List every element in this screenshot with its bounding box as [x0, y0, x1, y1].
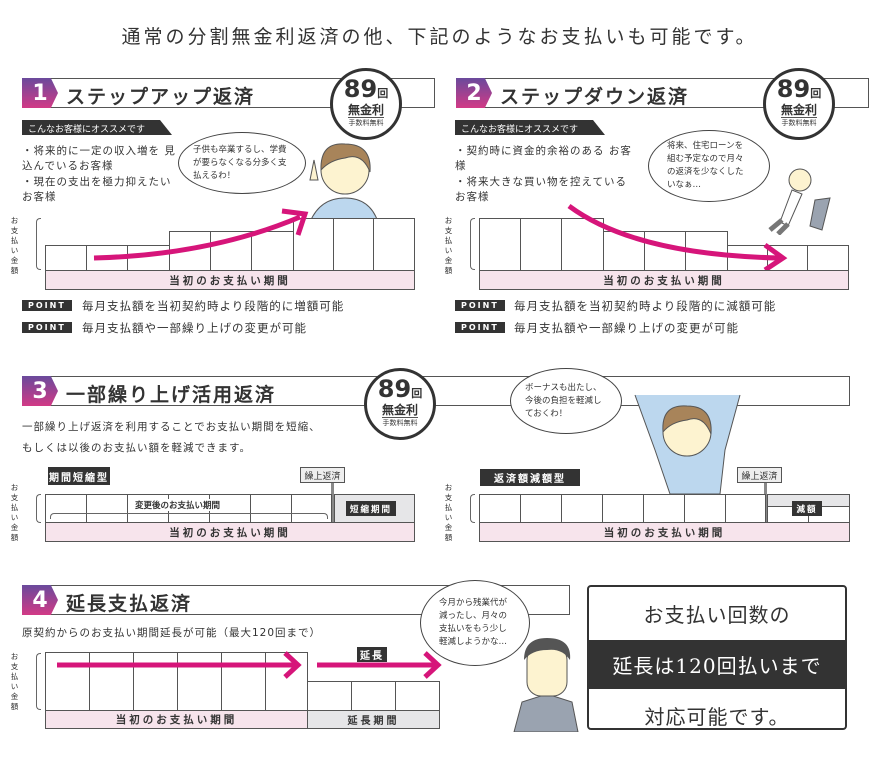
section-title: 一部繰り上げ活用返済	[66, 384, 277, 406]
section-title: ステップダウン返済	[500, 86, 690, 108]
badge-note: 手数料無料	[348, 119, 384, 127]
worried-man-illustration	[513, 638, 579, 732]
changed-period-brace	[50, 513, 328, 519]
period-shortening-label: 期間短縮型	[48, 467, 110, 485]
badge-label: 無金利	[347, 103, 384, 118]
axis-brace	[36, 218, 41, 270]
interest-free-badge: 89回無金利手数料無料	[763, 68, 835, 140]
section-number: 1	[22, 78, 58, 108]
bullet: ・現在の支出を極力抑えたい お客様	[22, 176, 172, 203]
section-title: 延長支払返済	[66, 593, 193, 615]
payment-cell	[684, 494, 726, 523]
section-number: 2	[456, 78, 492, 108]
box-line-3: 対応可能です。	[644, 705, 790, 729]
interest-free-badge: 89回無金利手数料無料	[364, 368, 436, 440]
interest-free-badge: 89回無金利手数料無料	[330, 68, 402, 140]
payment-cell	[250, 494, 292, 523]
point-text: 毎月支払額や一部繰り上げの変更が可能	[514, 321, 739, 335]
original-period-bar: 当初のお支払い期間	[45, 522, 415, 542]
axis-label: お支払い金額	[444, 216, 453, 275]
bullet: ・契約時に資金的余裕のある お客様	[455, 145, 632, 172]
badge-count: 89	[343, 75, 378, 103]
badge-unit: 回	[377, 87, 389, 100]
axis-label: お支払い金額	[10, 652, 19, 711]
woman-pointing-illustration	[309, 143, 379, 222]
recommend-tag: こんなお客様にオススメです	[455, 120, 605, 135]
original-period-bar: 当初のお支払い期間	[45, 270, 415, 290]
original-period-bar: 当初のお支払い期間	[479, 270, 849, 290]
speech-bubble: ボーナスも出たし、今後の負担を軽減しておくわ！	[510, 368, 622, 434]
reduced-amount-label: 減額	[792, 501, 822, 516]
payment-cell	[89, 652, 134, 711]
point-text: 毎月支払額や一部繰り上げの変更が可能	[82, 321, 307, 335]
point-label: POINT	[455, 322, 505, 333]
point-label: POINT	[22, 322, 72, 333]
changed-period-label: 変更後のお支払い期間	[135, 499, 221, 511]
extension-arrows	[57, 651, 442, 679]
speech-bubble: 今月から残業代が減ったし、月々の支払いをもう少し軽減しようかな…	[420, 580, 530, 666]
bullet: ・将来的に一定の収入増を 見込んでいるお客様	[22, 145, 176, 172]
payment-reduction-label: 返済額減額型	[480, 469, 580, 486]
axis-label: お支払い金額	[10, 216, 19, 275]
payment-cell	[307, 681, 352, 711]
shortened-period-label: 短縮期間	[346, 501, 396, 516]
prepayment-marker	[331, 483, 334, 523]
payment-cell	[520, 494, 562, 523]
point-label: POINT	[455, 300, 505, 311]
prepayment-label: 繰上返済	[737, 467, 782, 483]
page-title: 通常の分割無金利返済の他、下記のようなお支払いも可能です。	[121, 26, 758, 48]
speech-bubble: 子供も卒業するし、学費が要らなくなる分多く支払えるわ！	[178, 132, 306, 194]
point-label: POINT	[22, 300, 72, 311]
bullet: ・将来大きな買い物を控えている お客様	[455, 176, 627, 203]
decrease-arrow	[567, 203, 788, 270]
payment-cell	[561, 494, 603, 523]
payment-cell	[395, 681, 440, 711]
payment-cell	[45, 245, 87, 271]
description: もしくは以後のお支払い額を軽減できます。	[22, 442, 251, 454]
payment-cell	[807, 245, 849, 271]
section-title: ステップアップ返済	[66, 86, 256, 108]
description: 原契約からのお支払い期間延長が可能（最大120回まで）	[22, 627, 322, 639]
original-period-bar: 当初のお支払い期間	[45, 710, 308, 729]
axis-brace	[36, 494, 41, 523]
payment-cell	[221, 652, 266, 711]
point-text: 毎月支払額を当初契約時より段階的に増額可能	[82, 299, 345, 313]
payment-cell	[479, 218, 521, 271]
description: 一部繰り上げ返済を利用することでお支払い期間を短縮、	[22, 421, 321, 433]
payment-cell	[251, 231, 294, 271]
payment-cell	[133, 652, 178, 711]
box-line-1: お支払い回数の	[643, 603, 791, 627]
payment-cell	[520, 218, 562, 271]
box-line-2: 延長は120回払いまで	[589, 640, 845, 689]
extension-period-bar: 延長期間	[307, 710, 440, 729]
payment-cell	[373, 218, 415, 271]
extension-label: 延長	[357, 647, 387, 662]
section-number: 3	[22, 376, 58, 406]
point-text: 毎月支払額を当初契約時より段階的に減額可能	[514, 299, 777, 313]
payment-cell	[479, 494, 521, 523]
prepayment-label: 繰上返済	[300, 467, 345, 483]
axis-label: お支払い金額	[444, 483, 453, 542]
payment-cell	[351, 681, 396, 711]
axis-label: お支払い金額	[10, 483, 19, 542]
speech-bubble: 将来、住宅ローンを組む予定なので月々の返済を少なくしたいなぁ…	[648, 130, 770, 202]
man-relaxing-illustration	[768, 168, 831, 235]
payment-cell	[333, 218, 374, 271]
payment-cell	[643, 494, 685, 523]
axis-brace	[470, 494, 475, 523]
increase-arrow	[93, 208, 309, 261]
recommend-tag: こんなお客様にオススメです	[22, 120, 172, 135]
payment-cell	[561, 218, 604, 271]
section-number: 4	[22, 585, 58, 615]
original-period-bar: 当初のお支払い期間	[479, 522, 850, 542]
extension-info-box: お支払い回数の 延長は120回払いまで 対応可能です。	[587, 585, 847, 730]
woman-cheering-illustration	[634, 394, 741, 494]
payment-cell	[602, 494, 644, 523]
axis-brace	[470, 218, 475, 270]
axis-brace	[36, 653, 41, 710]
payment-cell	[725, 494, 766, 523]
